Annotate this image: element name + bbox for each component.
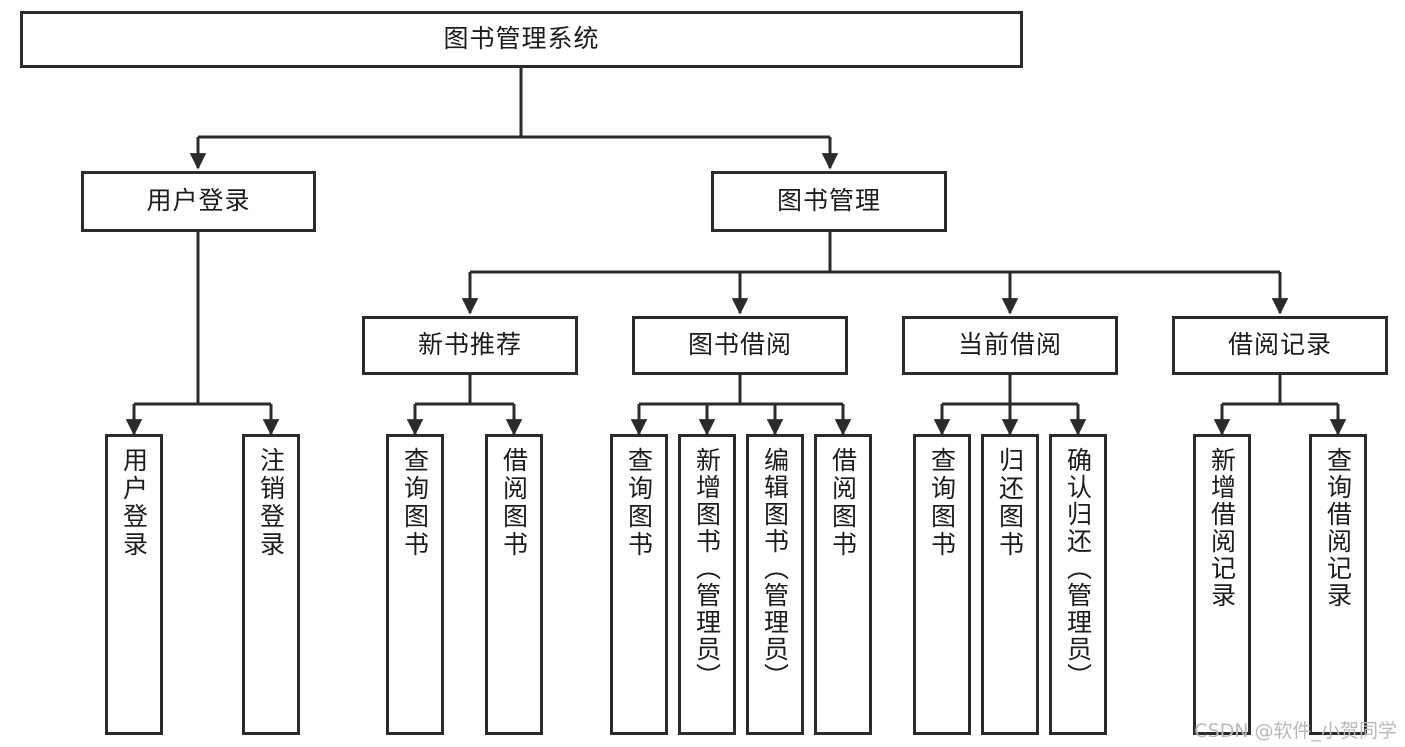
leaf-user-login-login-label: 用户登录 [119,447,149,559]
leaf-new-book-query-label: 查询图书 [400,447,430,559]
node-book-borrow-label: 图书借阅 [687,330,792,360]
leaf-book-borrow-borrow[interactable]: 借阅图书 [814,434,872,735]
node-new-book-recommend-label: 新书推荐 [417,330,522,360]
leaf-book-borrow-query[interactable]: 查询图书 [610,434,668,735]
node-root[interactable]: 图书管理系统 [20,11,1023,68]
node-book-borrow[interactable]: 图书借阅 [632,316,848,375]
leaf-current-borrow-confirm-return-label: 确认归还（管理员） [1063,447,1093,690]
leaf-user-login-logout-label: 注销登录 [256,447,286,559]
leaf-book-borrow-edit[interactable]: 编辑图书（管理员） [746,434,804,735]
leaf-book-borrow-edit-label: 编辑图书（管理员） [760,447,790,690]
leaf-borrow-record-add[interactable]: 新增借阅记录 [1193,434,1251,735]
node-borrow-record-label: 借阅记录 [1227,330,1332,360]
leaf-current-borrow-query-label: 查询图书 [927,447,957,559]
leaf-book-borrow-add[interactable]: 新增图书（管理员） [678,434,736,735]
node-borrow-record[interactable]: 借阅记录 [1172,316,1388,375]
leaf-borrow-record-query[interactable]: 查询借阅记录 [1309,434,1367,735]
leaf-current-borrow-return-label: 归还图书 [995,447,1025,559]
leaf-user-login-logout[interactable]: 注销登录 [242,434,300,735]
leaf-current-borrow-confirm-return[interactable]: 确认归还（管理员） [1049,434,1107,735]
node-new-book-recommend[interactable]: 新书推荐 [362,316,578,375]
node-current-borrow-label: 当前借阅 [957,330,1062,360]
leaf-new-book-borrow-label: 借阅图书 [499,447,529,559]
node-book-management[interactable]: 图书管理 [711,171,947,232]
leaf-book-borrow-borrow-label: 借阅图书 [828,447,858,559]
node-user-login-label: 用户登录 [146,186,251,216]
node-user-login[interactable]: 用户登录 [81,171,316,232]
leaf-current-borrow-return[interactable]: 归还图书 [981,434,1039,735]
leaf-book-borrow-add-label: 新增图书（管理员） [692,447,722,690]
node-root-label: 图书管理系统 [443,24,600,54]
leaf-borrow-record-add-label: 新增借阅记录 [1207,447,1237,609]
watermark-text: CSDN @软件_小贺同学 [1194,720,1397,742]
leaf-user-login-login[interactable]: 用户登录 [105,434,163,735]
node-current-borrow[interactable]: 当前借阅 [902,316,1118,375]
leaf-new-book-query[interactable]: 查询图书 [386,434,444,735]
leaf-new-book-borrow[interactable]: 借阅图书 [485,434,543,735]
leaf-borrow-record-query-label: 查询借阅记录 [1323,447,1353,609]
node-book-management-label: 图书管理 [776,186,881,216]
leaf-current-borrow-query[interactable]: 查询图书 [913,434,971,735]
leaf-book-borrow-query-label: 查询图书 [624,447,654,559]
